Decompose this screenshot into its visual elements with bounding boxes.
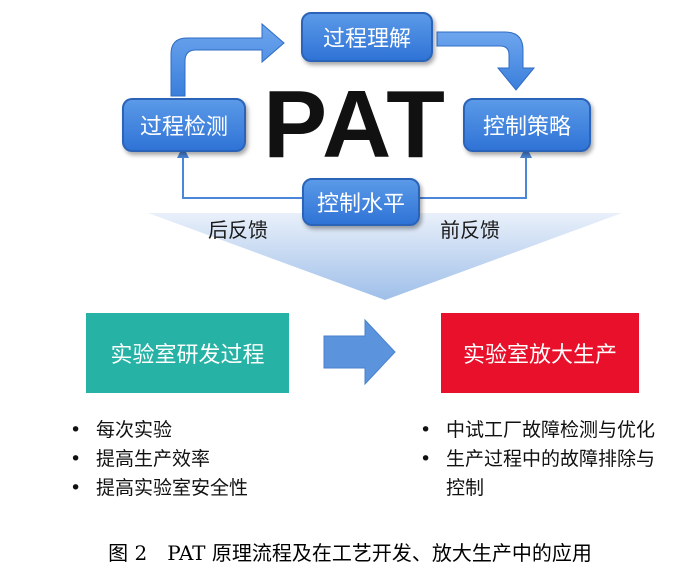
bullet-item: 提高实验室安全性 (66, 474, 248, 503)
bullet-list-right: 中试工厂故障检测与优化 生产过程中的故障排除与控制 (416, 416, 656, 503)
arrow-detect-to-understand (170, 22, 285, 97)
arrow-back-feedback-head (177, 146, 189, 158)
pat-title: PAT (263, 71, 447, 178)
arrow-forward-feedback-head (520, 146, 532, 158)
arrow-forward-feedback (414, 154, 527, 199)
funnel-triangle (148, 213, 622, 300)
box-process-detection: 过程检测 (122, 98, 246, 152)
bullet-item: 每次实验 (66, 416, 248, 445)
label-forward-feedback: 前反馈 (440, 218, 500, 242)
arrow-back-feedback (182, 154, 305, 199)
box-lab-development: 实验室研发过程 (86, 313, 289, 393)
arrow-understand-to-strategy (436, 31, 536, 91)
stage-arrow (323, 318, 396, 386)
figure-caption: 图 2 PAT 原理流程及在工艺开发、放大生产中的应用 (108, 541, 592, 565)
bullet-item: 生产过程中的故障排除与控制 (416, 445, 656, 503)
bullet-item: 中试工厂故障检测与优化 (416, 416, 656, 445)
box-control-level: 控制水平 (302, 178, 420, 226)
bullet-list-left: 每次实验 提高生产效率 提高实验室安全性 (66, 416, 248, 503)
box-process-understanding: 过程理解 (301, 12, 433, 62)
label-back-feedback: 后反馈 (208, 218, 268, 242)
box-control-strategy: 控制策略 (463, 98, 591, 152)
bullet-item: 提高生产效率 (66, 445, 248, 474)
box-lab-scale-up: 实验室放大生产 (441, 313, 639, 393)
